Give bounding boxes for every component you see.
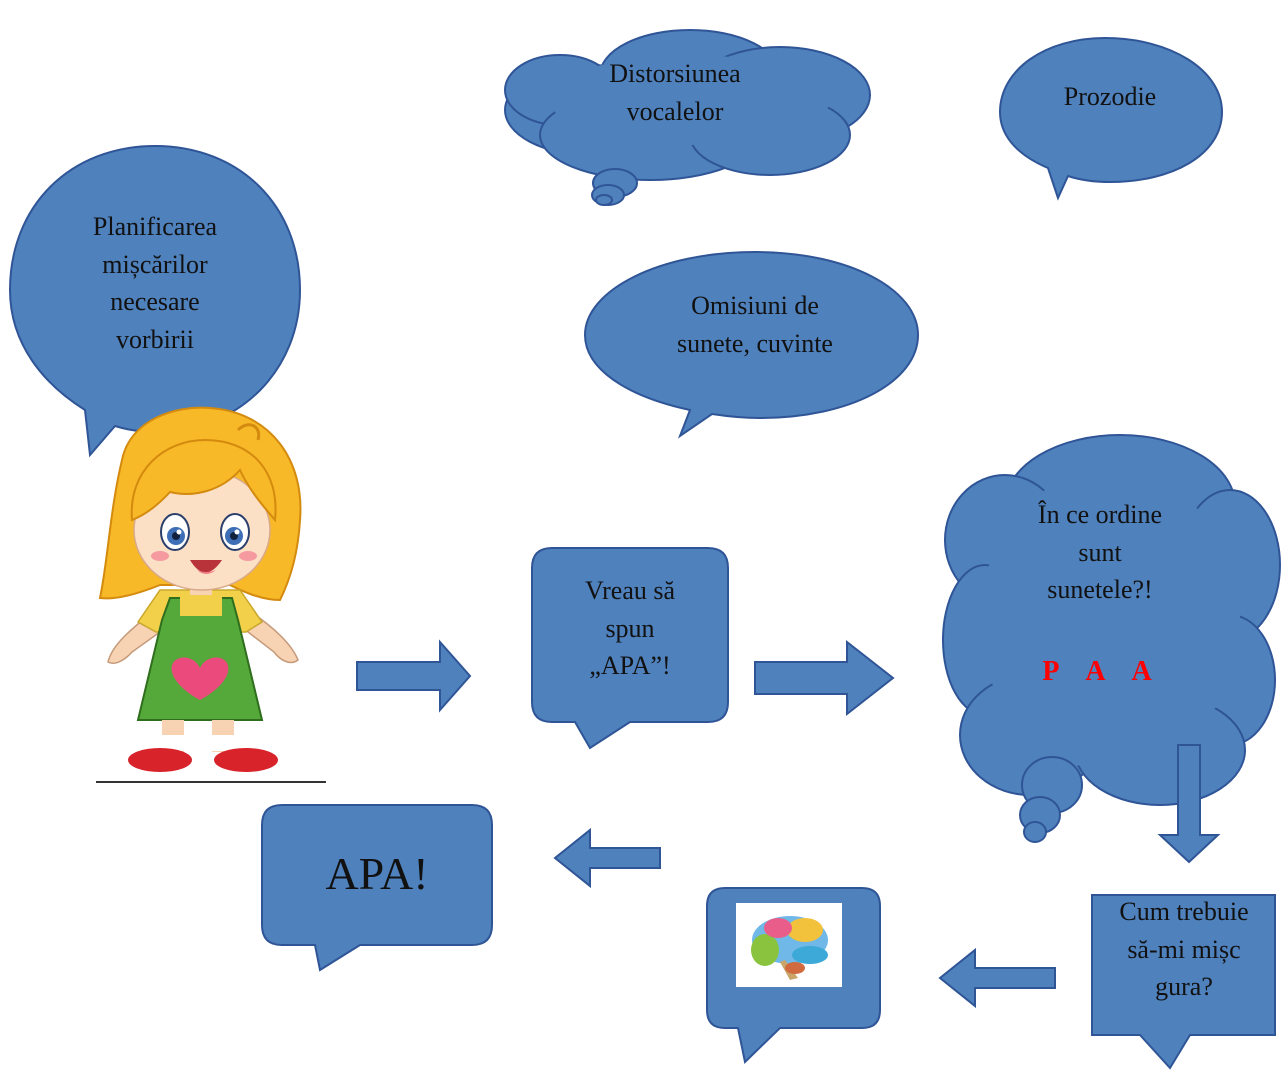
- omissions-callout: [583, 250, 920, 439]
- arrow-girl-to-want: [356, 639, 472, 713]
- arrow-order-to-how: [1157, 744, 1221, 864]
- brain-callout: [706, 887, 881, 1064]
- order-thought-cloud: [942, 434, 1281, 843]
- arrow-brain-to-result: [553, 827, 661, 889]
- sound-order-highlight: P A A: [1042, 656, 1158, 687]
- how-move-callout: [1091, 894, 1276, 1070]
- how-move-label: Cum trebuie să-mi mișc gura?: [1119, 897, 1249, 1002]
- omissions-label: Omisiuni de sunete, cuvinte: [677, 291, 833, 358]
- planning-label: Planificarea mișcărilor necesare vorbiri…: [92, 212, 218, 355]
- order-label: În ce ordine sunt sunetele?!: [1037, 500, 1163, 605]
- want-to-say-label: Vreau să spun „APA”!: [584, 576, 676, 681]
- result-label: APA!: [325, 848, 429, 899]
- want-to-say-callout: [531, 547, 729, 750]
- result-callout: [261, 804, 493, 972]
- brain-icon: [751, 916, 828, 980]
- arrow-want-to-order: [754, 639, 895, 717]
- arrow-how-to-brain: [938, 947, 1056, 1009]
- distortion-thought-cloud: [504, 29, 871, 206]
- distortion-label: Distorsiunea vocalelor: [609, 59, 741, 126]
- girl-cartoon: [96, 406, 326, 783]
- prosody-label: Prozodie: [1063, 82, 1157, 111]
- prosody-callout: [998, 36, 1224, 201]
